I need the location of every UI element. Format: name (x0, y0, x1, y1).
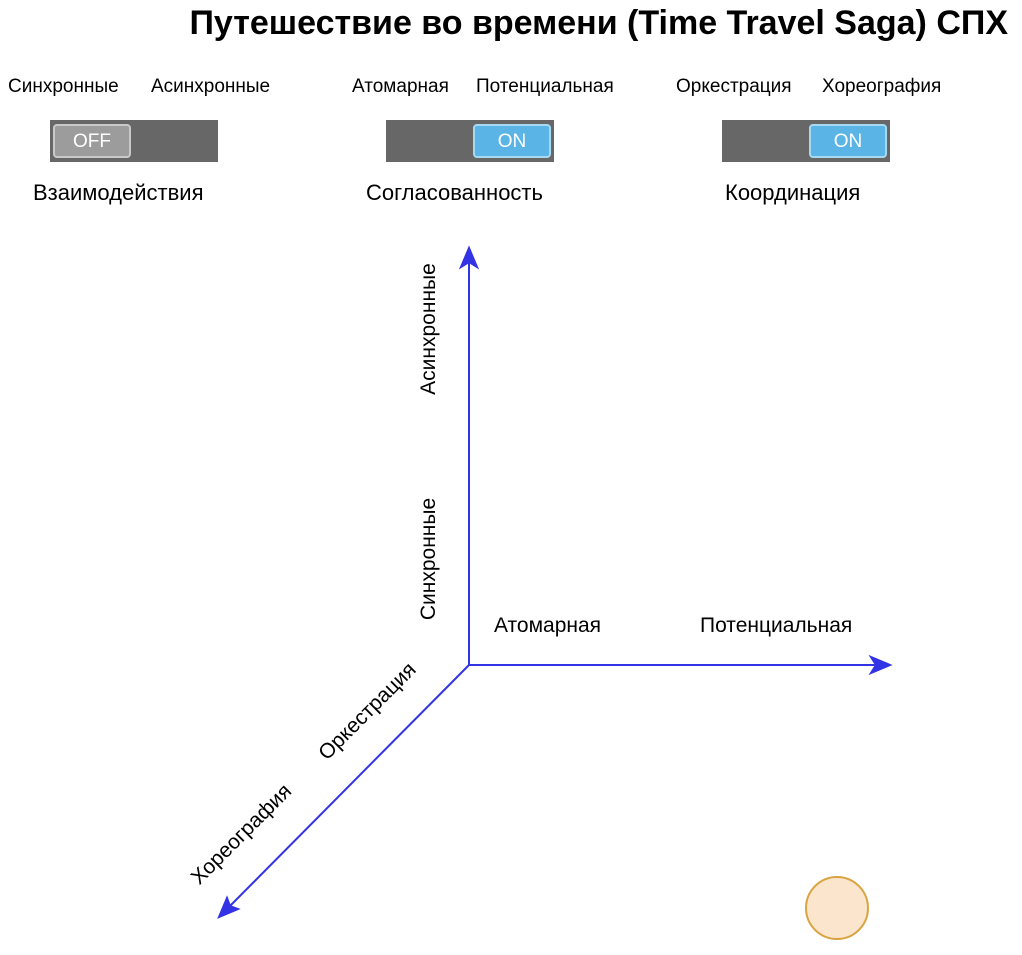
horizontal-axis-near-label: Атомарная (494, 614, 601, 637)
diagonal-axis-far-label: Хореография (187, 780, 297, 890)
interaction-label: Взаимодействия (33, 180, 204, 205)
toggle-knob: ON (809, 124, 887, 158)
interaction-options: Синхронные Асинхронные (8, 76, 308, 100)
consistency-toggle[interactable]: ON (386, 120, 554, 162)
interaction-toggle[interactable]: OFF (50, 120, 218, 162)
horizontal-arrowhead (868, 654, 893, 676)
toggle-knob: ON (473, 124, 551, 158)
option-sync: Синхронные (8, 76, 119, 97)
marker-circle[interactable] (805, 876, 869, 940)
option-orchestration: Оркестрация (676, 76, 792, 97)
consistency-options: Атомарная Потенциальная (352, 76, 652, 100)
diagonal-arrowhead (217, 895, 241, 919)
horizontal-axis-far-label: Потенциальная (700, 614, 852, 637)
coordination-toggle[interactable]: ON (722, 120, 890, 162)
option-eventual: Потенциальная (476, 76, 614, 97)
vertical-axis-far-label: Асинхронные (417, 263, 440, 395)
coordination-options: Оркестрация Хореография (676, 76, 976, 100)
page-title: Путешествие во времени (Time Travel Saga… (189, 4, 1008, 42)
option-async: Асинхронные (151, 76, 271, 97)
consistency-label: Согласованность (366, 180, 543, 205)
option-choreography: Хореография (822, 76, 942, 97)
diagonal-axis-near-label: Оркестрация (314, 658, 421, 765)
vertical-arrowhead (458, 245, 480, 270)
diagonal-axis (226, 664, 470, 910)
option-atomic: Атомарная (352, 76, 449, 97)
toggle-knob: OFF (53, 124, 131, 158)
vertical-axis-near-label: Синхронные (417, 498, 440, 620)
coordination-label: Координация (725, 180, 861, 205)
